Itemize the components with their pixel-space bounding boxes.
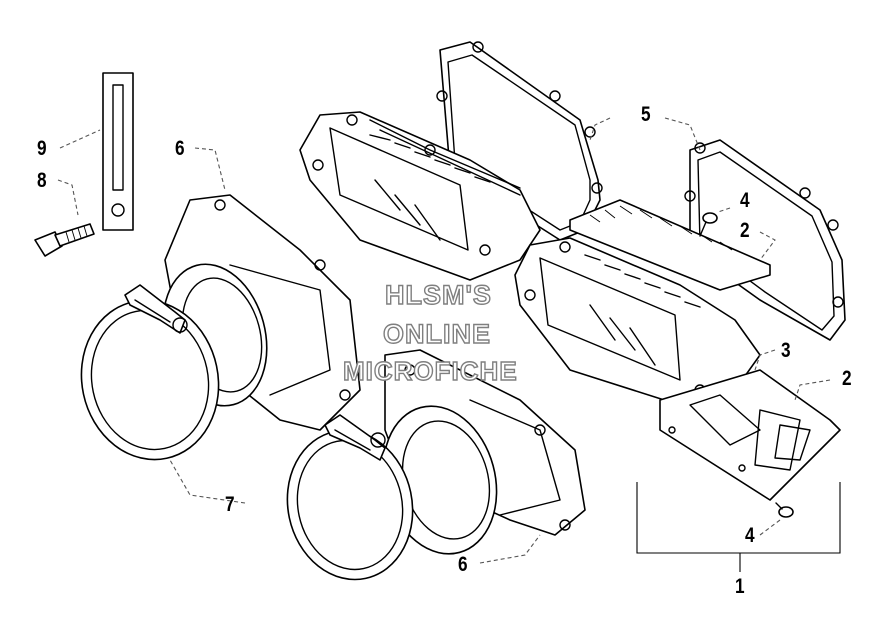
bolt <box>34 223 95 257</box>
watermark-line-1: HLSM'S <box>384 280 492 310</box>
callout-3: 3 <box>781 339 791 362</box>
reed-petal-right <box>659 369 841 501</box>
reed-cage-upper <box>299 111 541 281</box>
screw-top <box>699 212 718 237</box>
callout-5: 5 <box>641 103 651 126</box>
callout-9: 9 <box>37 137 47 160</box>
callout-4-top: 4 <box>740 189 750 212</box>
screw-bottom <box>775 502 794 518</box>
hose-clamp-upper <box>80 284 220 461</box>
callout-6-top: 6 <box>175 137 185 160</box>
reed-petal-upper <box>569 199 771 291</box>
watermark-line-2: ONLINE <box>382 319 492 349</box>
leader-lines <box>57 117 841 572</box>
callout-7: 7 <box>225 493 235 516</box>
callout-8: 8 <box>37 169 47 192</box>
hose-clamp-lower <box>286 414 414 581</box>
callout-1: 1 <box>735 575 745 598</box>
retainer-plate <box>102 72 134 231</box>
callout-2-right: 2 <box>842 367 852 390</box>
callout-2-top: 2 <box>740 219 750 242</box>
callout-4-bottom: 4 <box>745 524 755 547</box>
watermark-line-3: MICROFICHE <box>342 356 518 386</box>
callout-6-bottom: 6 <box>458 553 468 576</box>
